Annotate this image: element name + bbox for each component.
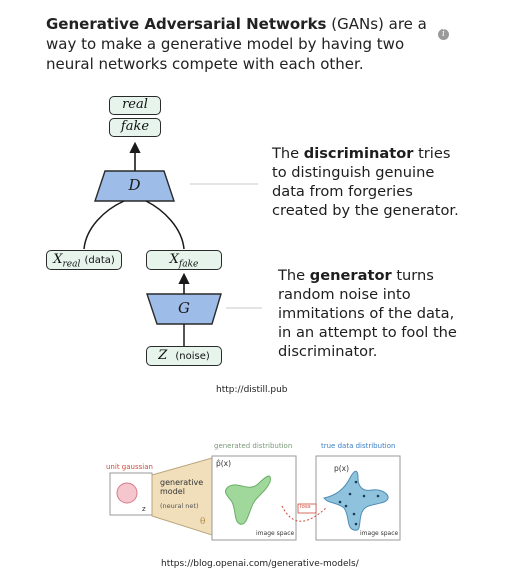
x-real-note: (data) bbox=[84, 255, 115, 266]
generative-model-label: generative model bbox=[160, 478, 204, 496]
generator-description: The generator turns random noise into im… bbox=[278, 266, 463, 361]
true-distribution-title: true data distribution bbox=[321, 442, 396, 450]
image-space-label-2: image space bbox=[360, 530, 399, 537]
intro-rest: (GANs) are a way to make a generative mo… bbox=[46, 15, 427, 73]
generator-block bbox=[146, 293, 222, 325]
disc-post: tries to distinguish genuine data from f… bbox=[272, 145, 459, 219]
loss-tag bbox=[297, 503, 317, 514]
edge-xfake-to-d bbox=[145, 200, 185, 250]
real-output-box: real bbox=[109, 96, 161, 115]
image-space-label-1: image space bbox=[256, 530, 295, 537]
real-label: real bbox=[122, 97, 148, 112]
intro-bold: Generative Adversarial Networks bbox=[46, 15, 327, 33]
loss-label: loss bbox=[300, 504, 311, 510]
gan-diagram bbox=[83, 141, 262, 346]
data-point bbox=[362, 494, 366, 498]
edge-xreal-to-d bbox=[83, 200, 125, 250]
discriminator-block bbox=[94, 170, 175, 202]
x-fake-var: X bbox=[169, 252, 179, 267]
p-hat-label: p̂(x) bbox=[216, 459, 232, 468]
x-real-box: Xreal (data) bbox=[46, 250, 122, 270]
generated-blob bbox=[225, 475, 271, 525]
disc-bold: discriminator bbox=[303, 145, 414, 162]
x-fake-box: Xfake bbox=[146, 250, 222, 270]
info-icon[interactable]: i bbox=[438, 29, 449, 40]
true-blob bbox=[323, 470, 389, 531]
data-point bbox=[354, 480, 358, 484]
gaussian-circle bbox=[116, 482, 138, 504]
discriminator-letter: D bbox=[128, 176, 141, 194]
loss-connector bbox=[281, 505, 327, 522]
data-point bbox=[338, 500, 342, 504]
generator-letter: G bbox=[178, 299, 190, 317]
theta-label: θ bbox=[200, 517, 206, 527]
intro-paragraph: Generative Adversarial Networks (GANs) a… bbox=[46, 14, 451, 74]
discriminator-label: D bbox=[95, 176, 174, 194]
generator-label: G bbox=[147, 299, 221, 317]
data-point bbox=[352, 512, 356, 516]
x-real-sub: real bbox=[62, 259, 81, 270]
gen-bold: generator bbox=[309, 267, 392, 284]
x-fake-sub: fake bbox=[178, 259, 199, 270]
generated-distribution-title: generated distribution bbox=[214, 442, 293, 450]
z-var: Z bbox=[158, 348, 168, 363]
distill-credit[interactable]: http://distill.pub bbox=[216, 385, 288, 395]
gen-post: turns random noise into immitations of t… bbox=[278, 267, 457, 360]
x-real-var: X bbox=[53, 252, 63, 267]
disc-pre: The bbox=[272, 145, 304, 162]
generative-models-figure bbox=[109, 455, 401, 541]
z-noise-box: Z (noise) bbox=[146, 346, 222, 366]
discriminator-description: The discriminator tries to distinguish g… bbox=[272, 144, 467, 220]
data-point bbox=[376, 494, 380, 498]
p-label: p(x) bbox=[334, 464, 350, 473]
generative-model-sub: (neural net) bbox=[160, 502, 199, 510]
z-label: z bbox=[142, 505, 146, 513]
fake-output-box: fake bbox=[109, 118, 161, 137]
data-point bbox=[348, 492, 352, 496]
fake-label: fake bbox=[120, 119, 150, 134]
data-point bbox=[354, 522, 358, 526]
z-note: (noise) bbox=[175, 351, 210, 362]
openai-credit[interactable]: https://blog.openai.com/generative-model… bbox=[161, 559, 359, 569]
unit-gaussian-label: unit gaussian bbox=[106, 463, 153, 471]
gen-pre: The bbox=[278, 267, 310, 284]
data-point bbox=[344, 504, 348, 508]
